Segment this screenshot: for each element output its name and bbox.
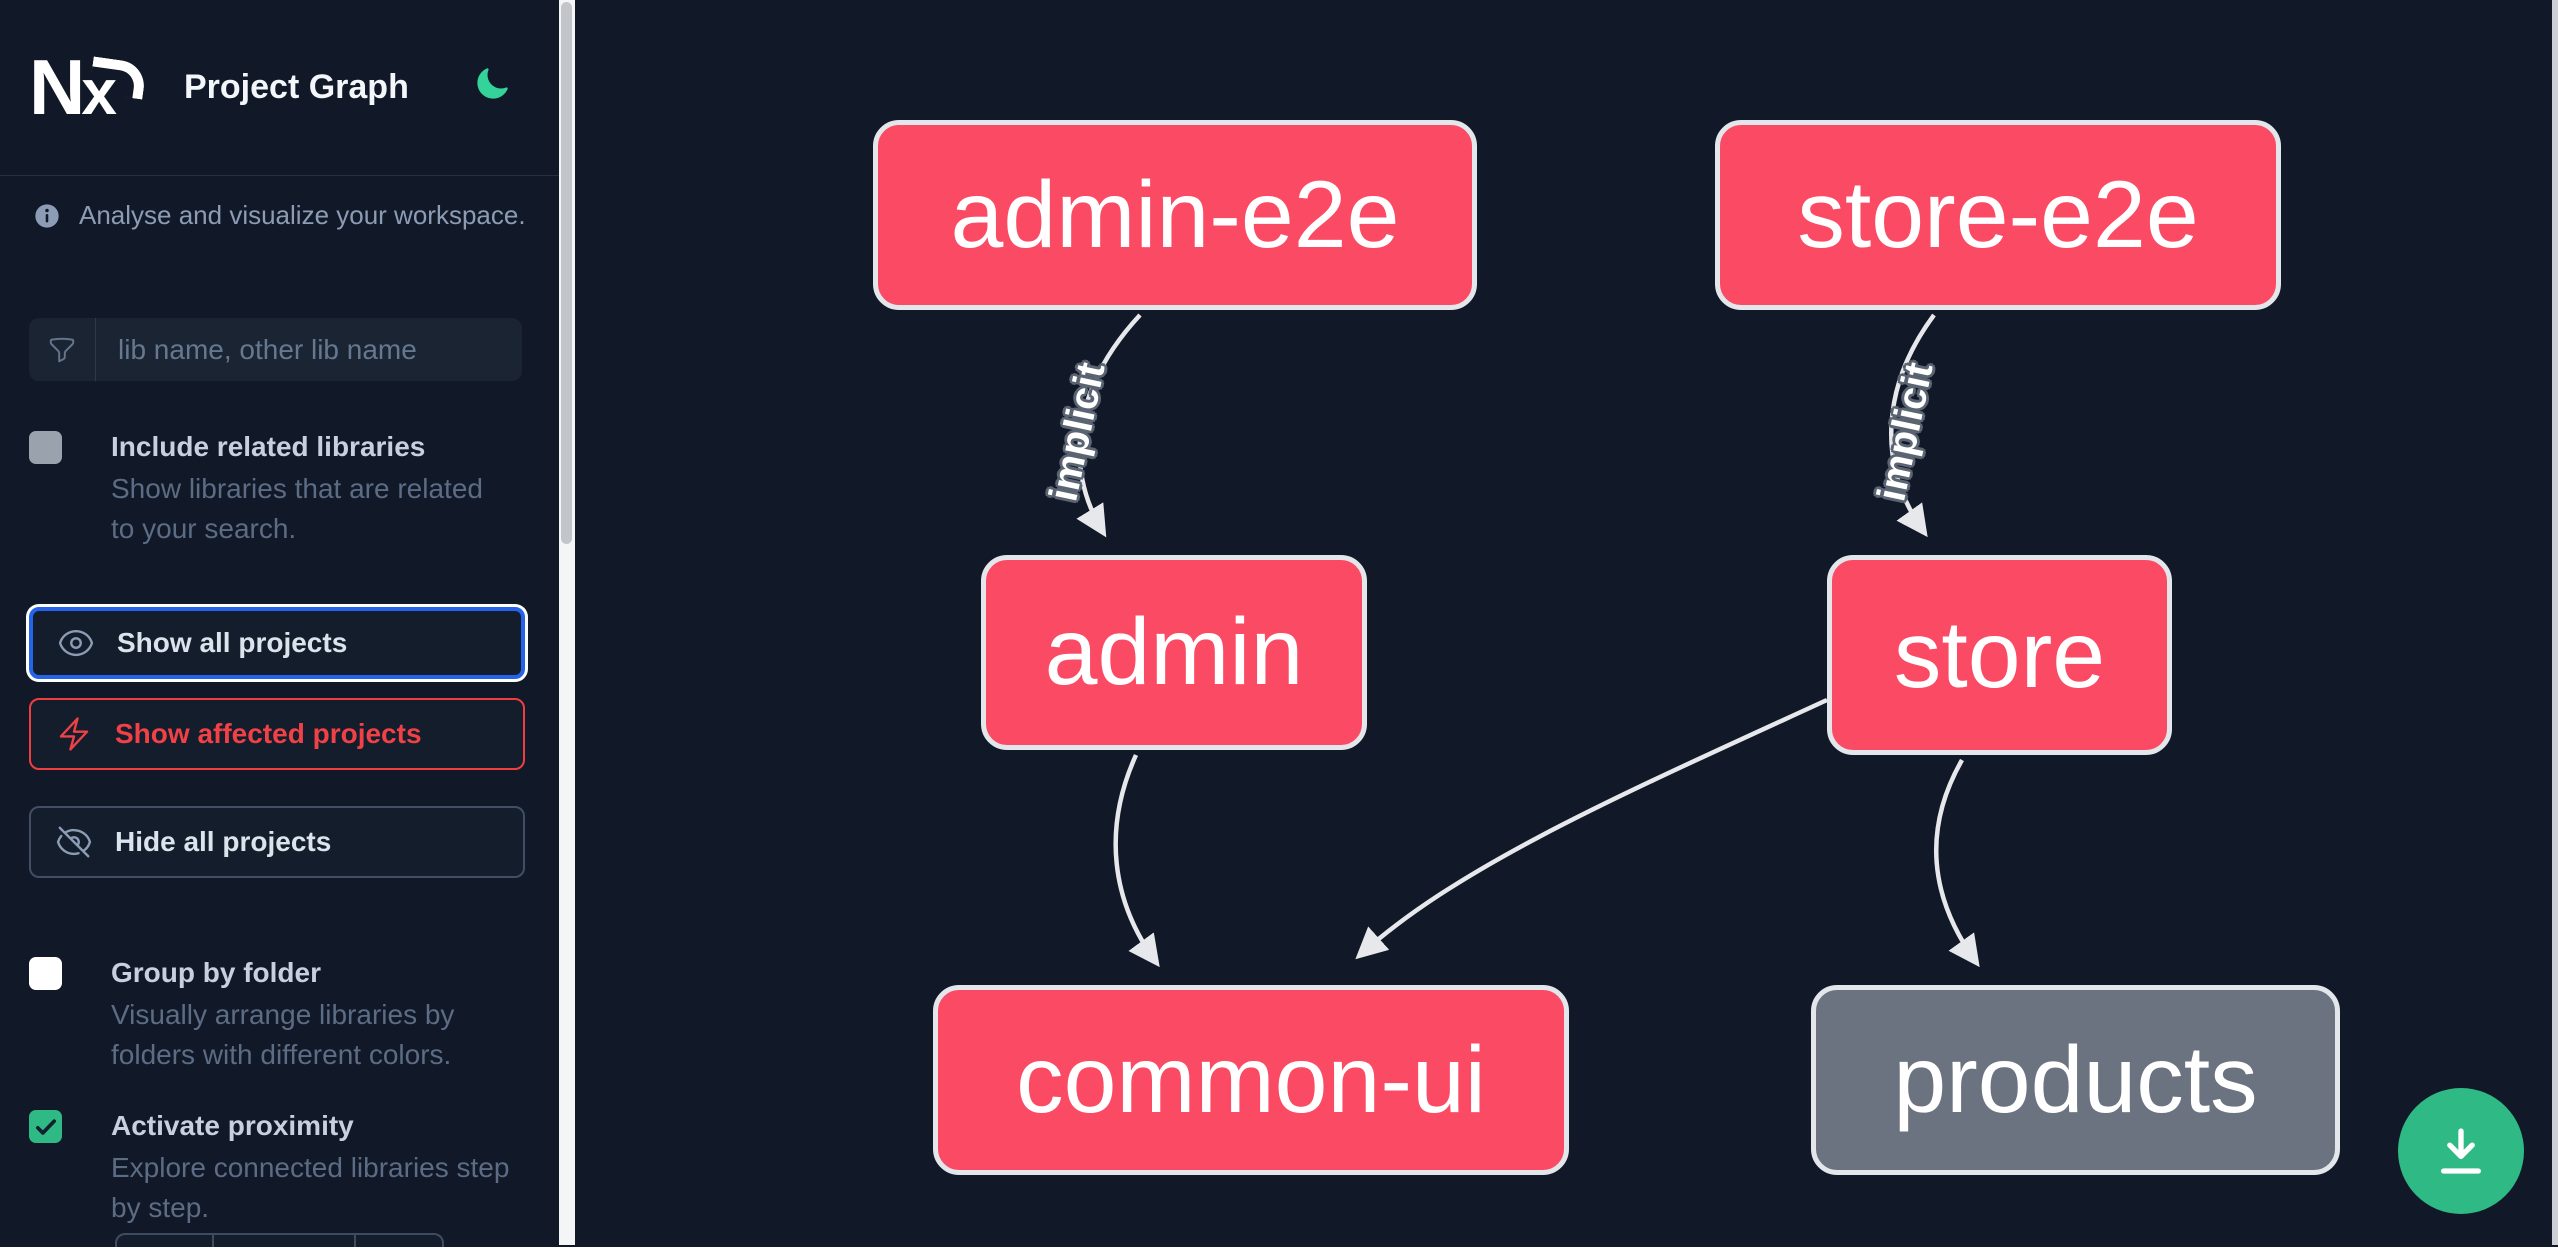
theme-toggle-moon-icon[interactable] (474, 66, 510, 102)
stepper-segment[interactable] (214, 1235, 356, 1247)
app-title: Project Graph (184, 68, 409, 106)
project-node-common-ui[interactable]: common-ui (933, 985, 1569, 1175)
funnel-icon (29, 318, 96, 381)
check-icon (35, 1118, 56, 1135)
button-label: Show all projects (117, 627, 348, 658)
eye-icon (58, 629, 94, 657)
stepper-segment[interactable] (356, 1235, 442, 1247)
download-graph-button[interactable] (2398, 1088, 2524, 1214)
hide-all-projects-button[interactable]: Hide all projects (29, 806, 525, 878)
checkbox-group-by-folder-box[interactable] (29, 957, 62, 990)
download-icon (2441, 1128, 2481, 1174)
checkbox-label[interactable]: Group by folder (111, 957, 321, 988)
stepper-segment[interactable] (117, 1235, 214, 1247)
button-label: Show affected projects (115, 718, 422, 749)
checkbox-description: Show libraries that are related to your … (111, 473, 483, 544)
bolt-icon (59, 717, 89, 751)
checkbox-label[interactable]: Activate proximity (111, 1110, 354, 1141)
search-input[interactable] (96, 318, 522, 381)
nx-logo-letter: N (29, 43, 85, 131)
show-affected-projects-button[interactable]: Show affected projects (29, 698, 525, 770)
button-label: Hide all projects (115, 826, 332, 857)
project-node-store-e2e[interactable]: store-e2e (1715, 120, 2281, 310)
sidebar-scrollbar[interactable] (559, 0, 575, 1245)
sidebar-header: Nx Project Graph (0, 0, 559, 176)
checkbox-group-by-folder: Group by folder Visually arrange librari… (29, 953, 529, 1075)
page-scrollbar[interactable] (2552, 0, 2558, 1245)
workspace-info: Analyse and visualize your workspace. (33, 200, 533, 231)
sidebar-scrollbar-thumb[interactable] (561, 2, 572, 544)
nx-logo-x: x (81, 56, 117, 128)
workspace-info-text: Analyse and visualize your workspace. (79, 200, 526, 230)
eye-slash-icon (56, 826, 92, 858)
project-node-store[interactable]: store (1827, 555, 2172, 755)
project-node-products[interactable]: products (1811, 985, 2340, 1175)
info-icon (35, 203, 59, 228)
checkbox-activate-proximity: Activate proximity Explore connected lib… (29, 1106, 529, 1228)
checkbox-description: Visually arrange libraries by folders wi… (111, 999, 455, 1070)
checkbox-include-related: Include related libraries Show libraries… (29, 427, 529, 549)
show-all-projects-button[interactable]: Show all projects (29, 607, 525, 679)
checkbox-include-related-box[interactable] (29, 431, 62, 464)
checkbox-activate-proximity-box[interactable] (29, 1110, 62, 1143)
checkbox-description: Explore connected libraries step by step… (111, 1152, 510, 1223)
project-node-admin-e2e[interactable]: admin-e2e (873, 120, 1477, 310)
checkbox-label[interactable]: Include related libraries (111, 431, 426, 462)
project-node-admin[interactable]: admin (981, 555, 1367, 750)
proximity-stepper-control[interactable] (115, 1233, 444, 1247)
nx-logo-curl (88, 56, 148, 100)
sidebar: Nx Project Graph Analyse and visualize y… (0, 0, 559, 1247)
nx-logo: Nx (29, 43, 148, 131)
search-box (29, 318, 522, 381)
